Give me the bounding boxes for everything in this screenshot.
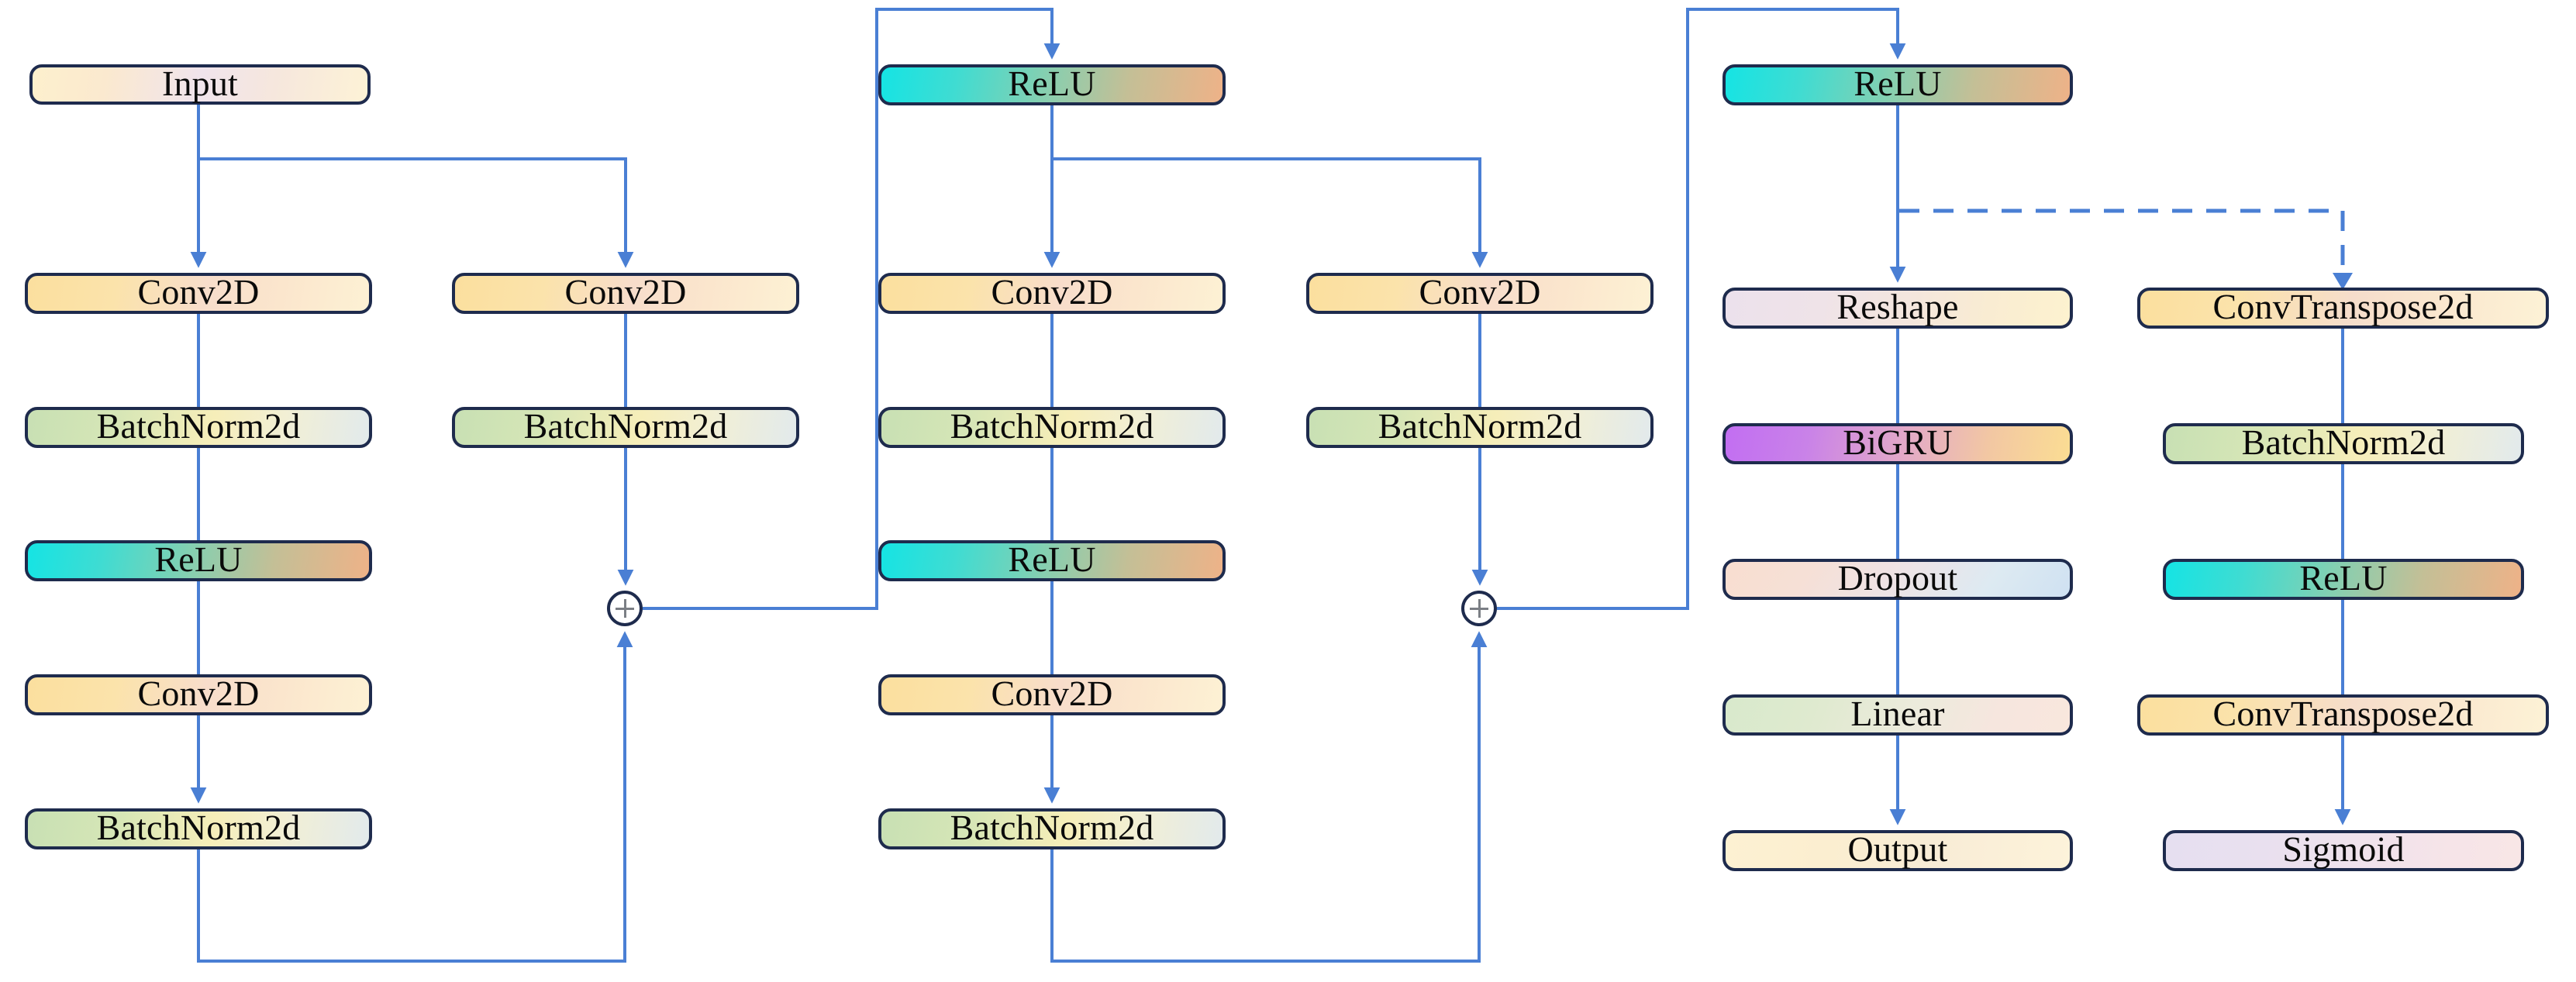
node-reshape-col5-1[interactable]: Reshape — [1723, 288, 2073, 329]
node-conv2d-col3-1[interactable]: Conv2D — [878, 273, 1226, 314]
plus-icon-vertical-stroke — [1478, 599, 1481, 618]
node-batchnorm2d-col1-5[interactable]: BatchNorm2d — [25, 808, 372, 849]
node-batchnorm2d-col2-1[interactable]: BatchNorm2d — [452, 407, 799, 448]
residual-add-1-node[interactable] — [607, 591, 643, 626]
node-label: Output — [1847, 829, 1948, 869]
node-batchnorm2d-col3-2[interactable]: BatchNorm2d — [878, 407, 1226, 448]
node-bigru-col5-2[interactable]: BiGRU — [1723, 423, 2073, 464]
residual-add-2-node[interactable] — [1461, 591, 1497, 626]
node-convtranspose2d-col6-3[interactable]: ConvTranspose2d — [2137, 694, 2549, 736]
node-conv2d-col1-4[interactable]: Conv2D — [25, 674, 372, 715]
node-output-col5-5[interactable]: Output — [1723, 830, 2073, 871]
node-label: Sigmoid — [2282, 829, 2405, 869]
node-label: ConvTranspose2d — [2212, 287, 2474, 326]
node-relu-col5-0[interactable]: ReLU — [1723, 64, 2073, 105]
node-label: ReLU — [1008, 539, 1096, 579]
node-label: BatchNorm2d — [96, 808, 301, 847]
node-label: ReLU — [2299, 558, 2388, 598]
node-conv2d-col2-0[interactable]: Conv2D — [452, 273, 799, 314]
node-relu-col1-3[interactable]: ReLU — [25, 540, 372, 581]
node-dropout-col5-3[interactable]: Dropout — [1723, 559, 2073, 600]
edge-input-branch-to-shortcut1 — [198, 157, 634, 268]
node-conv2d-col1-1[interactable]: Conv2D — [25, 273, 372, 314]
node-label: Conv2D — [991, 674, 1113, 713]
node-label: BatchNorm2d — [950, 406, 1154, 446]
node-label: BatchNorm2d — [2241, 422, 2446, 462]
node-label: ReLU — [154, 539, 243, 579]
node-convtranspose2d-col6-0[interactable]: ConvTranspose2d — [2137, 288, 2549, 329]
node-relu-col3-0[interactable]: ReLU — [878, 64, 1226, 105]
node-label: BatchNorm2d — [96, 406, 301, 446]
node-relu-col3-3[interactable]: ReLU — [878, 540, 1226, 581]
node-label: Conv2D — [137, 272, 260, 312]
node-label: BatchNorm2d — [523, 406, 728, 446]
node-label: BatchNorm2d — [1378, 406, 1582, 446]
node-label: BiGRU — [1843, 422, 1953, 462]
node-label: Linear — [1850, 694, 1945, 733]
node-batchnorm2d-col4-1[interactable]: BatchNorm2d — [1306, 407, 1654, 448]
node-label: Dropout — [1837, 558, 1958, 598]
node-label: Conv2D — [564, 272, 687, 312]
plus-icon-vertical-stroke — [623, 599, 626, 618]
node-label: ConvTranspose2d — [2212, 694, 2474, 733]
node-linear-col5-4[interactable]: Linear — [1723, 694, 2073, 736]
node-label: ReLU — [1854, 64, 1942, 103]
node-label: Conv2D — [137, 674, 260, 713]
node-label: Conv2D — [1419, 272, 1541, 312]
node-sigmoid-col6-4[interactable]: Sigmoid — [2163, 830, 2524, 871]
node-batchnorm2d-col1-2[interactable]: BatchNorm2d — [25, 407, 372, 448]
node-conv2d-col4-0[interactable]: Conv2D — [1306, 273, 1654, 314]
node-conv2d-col3-4[interactable]: Conv2D — [878, 674, 1226, 715]
node-label: Reshape — [1836, 287, 1959, 326]
edge-dashed-relu4-to-convt1 — [1899, 208, 2345, 276]
node-label: Input — [161, 63, 239, 103]
node-label: ReLU — [1008, 64, 1096, 103]
node-batchnorm2d-col3-5[interactable]: BatchNorm2d — [878, 808, 1226, 849]
node-label: Conv2D — [991, 272, 1113, 312]
node-input-col1-0[interactable]: Input — [29, 64, 371, 105]
edge-relu2-branch-to-shortcut2 — [1052, 157, 1488, 268]
node-batchnorm2d-col6-1[interactable]: BatchNorm2d — [2163, 423, 2524, 464]
node-relu-col6-2[interactable]: ReLU — [2163, 559, 2524, 600]
node-label: BatchNorm2d — [950, 808, 1154, 847]
